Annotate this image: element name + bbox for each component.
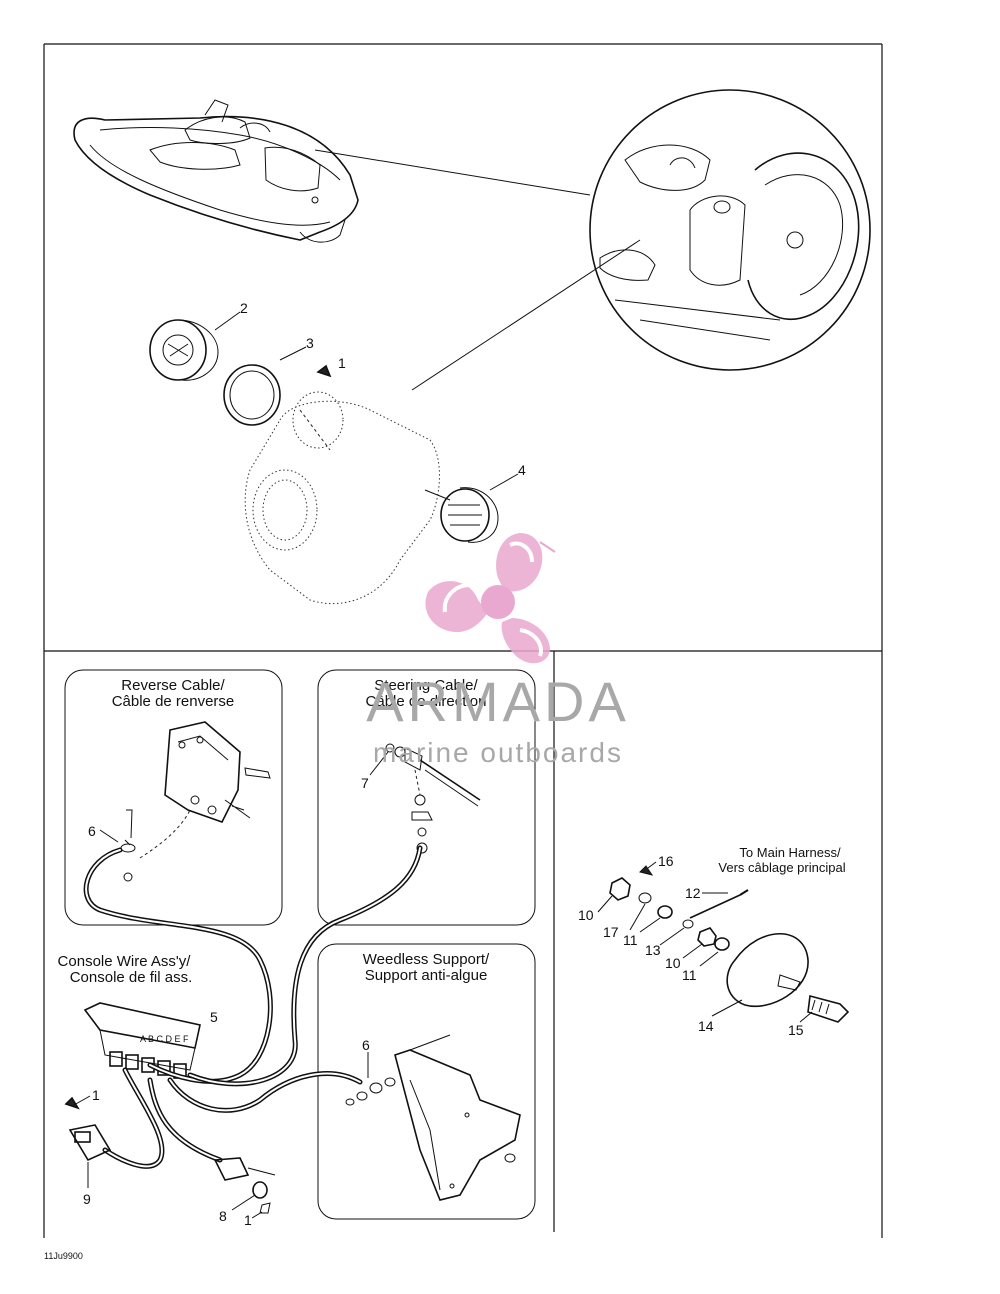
console-wire-assembly: A B C D E F — [83, 1002, 201, 1079]
callout-12: 12 — [685, 885, 701, 901]
callout-9: 9 — [83, 1191, 91, 1207]
captions: Reverse Cable/ Câble de renverse Steerin… — [58, 677, 846, 986]
caption-reverse-cable-fr: Câble de renverse — [112, 693, 235, 710]
callout-7: 7 — [361, 775, 369, 791]
boat-illustration — [73, 99, 359, 243]
caption-console-wire-en: Console Wire Ass'y/ — [58, 953, 192, 970]
bottom-callouts: 6 7 5 6 1 9 8 1 16 12 10 17 11 13 10 11 … — [73, 751, 813, 1228]
callout-1-gauge-nut: 1 — [338, 355, 346, 371]
callout-15: 15 — [788, 1022, 804, 1038]
caption-weedless-support-en: Weedless Support/ — [363, 951, 490, 968]
steering-cable-parts — [385, 743, 481, 854]
watermark-tagline: marine outboards — [373, 737, 623, 768]
top-callouts: 2 3 1 4 — [214, 300, 526, 491]
callout-6-reverse: 6 — [88, 823, 96, 839]
frames — [43, 43, 883, 1238]
caption-steering-cable-fr: Câble de direction — [366, 693, 487, 710]
zoom-detail-steering-wheel — [314, 89, 871, 391]
caption-main-harness-en: To Main Harness/ — [739, 845, 841, 860]
watermark-brand: ARMADA — [366, 670, 630, 733]
callout-1-grommet: 1 — [244, 1212, 252, 1228]
dash-gauge-assembly — [149, 319, 499, 605]
callout-4: 4 — [518, 462, 526, 478]
figure-code: 11Ju9900 — [44, 1251, 83, 1261]
callout-3: 3 — [306, 335, 314, 351]
harness-hardware — [609, 865, 850, 1023]
caption-reverse-cable-en: Reverse Cable/ — [121, 677, 225, 694]
weedless-support-bracket — [345, 1034, 521, 1201]
callout-1-plug: 1 — [92, 1087, 100, 1103]
caption-console-wire-fr: Console de fil ass. — [70, 969, 193, 986]
propeller-logo — [425, 533, 556, 664]
callout-13: 13 — [645, 942, 661, 958]
callout-5: 5 — [210, 1009, 218, 1025]
callout-10-upper: 10 — [578, 907, 594, 923]
callout-14: 14 — [698, 1018, 714, 1034]
reverse-cable-bracket — [120, 721, 271, 882]
callout-6-weedless: 6 — [362, 1037, 370, 1053]
callout-8: 8 — [219, 1208, 227, 1224]
plugs — [64, 1096, 276, 1214]
callout-2: 2 — [240, 300, 248, 316]
caption-main-harness-fr: Vers câblage principal — [718, 860, 845, 875]
callout-11-lower: 11 — [682, 967, 697, 983]
caption-steering-cable-en: Steering Cable/ — [374, 677, 478, 694]
callout-11-upper: 11 — [623, 932, 638, 948]
callout-10-lower: 10 — [665, 955, 681, 971]
callout-16: 16 — [658, 853, 674, 869]
callout-17: 17 — [603, 924, 619, 940]
caption-weedless-support-fr: Support anti-algue — [365, 967, 488, 984]
connector-letters: A B C D E F — [140, 1034, 189, 1044]
watermark: ARMADA marine outboards — [366, 533, 630, 768]
wires — [83, 845, 423, 1169]
